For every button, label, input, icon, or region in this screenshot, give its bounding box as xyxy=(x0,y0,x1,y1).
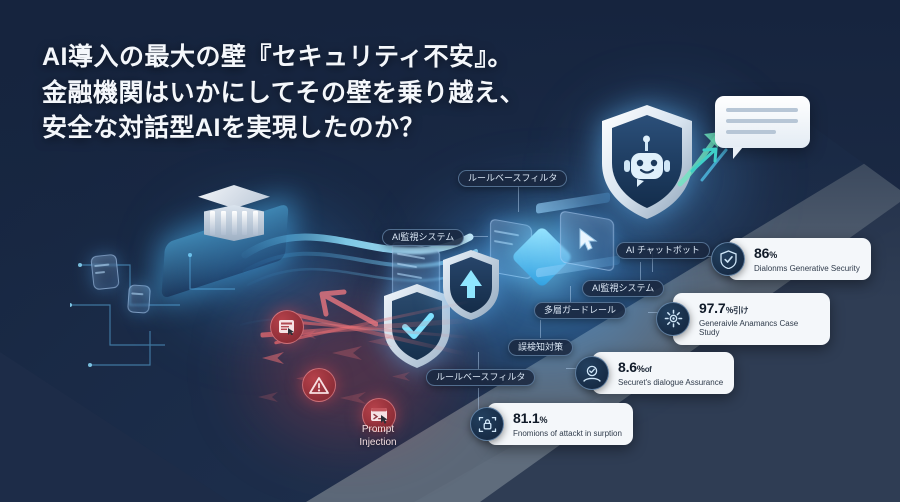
stat-value: 86% xyxy=(754,245,777,261)
tag-ai-chatbot: AI チャットボット xyxy=(616,242,710,259)
leader-line xyxy=(570,286,571,302)
tag-rule-filter-lower: ルールベースフィルタ xyxy=(426,369,536,386)
tag-ai-monitor-right: AI監視システム xyxy=(582,280,665,297)
stat-caption: Securet's dialogue Assurance xyxy=(618,377,724,387)
page-title: AI導入の最大の壁『セキュリティ不安』。 金融機関はいかにしてその壁を乗り越え、… xyxy=(42,43,526,142)
tag-ai-monitor-left: AI監視システム xyxy=(382,229,465,246)
floating-panel-left-1 xyxy=(90,253,120,291)
stat-value: 81.1% xyxy=(513,410,548,426)
stat-caption: Dialonms Generative Security xyxy=(754,263,860,273)
teal-pointer-icon xyxy=(690,147,718,173)
leader-line xyxy=(478,388,479,418)
warning-triangle-icon xyxy=(302,368,336,402)
stat-badge-assurance: 8.6%of Securet's dialogue Assurance xyxy=(575,352,735,395)
leader-line xyxy=(652,252,653,272)
prompt-injection-label-line1: Prompt xyxy=(361,424,395,435)
tag-multi-guardrail: 多層ガードレール xyxy=(534,302,627,319)
stat-caption: Generaivle Anamancs Case Study xyxy=(699,318,799,338)
robot-face-icon xyxy=(624,135,670,187)
prompt-injection-label: Prompt Injection xyxy=(340,424,416,449)
lock-scan-icon xyxy=(470,407,504,442)
cursor-arrow-icon xyxy=(579,228,598,251)
stat-badge-case-study: 97.7％引け Generaivle Anamancs Case Study xyxy=(656,293,830,345)
tag-rule-filter-top: ルールベースフィルタ xyxy=(458,170,568,187)
attack-shard xyxy=(258,392,278,402)
leader-line xyxy=(640,262,641,280)
gear-icon xyxy=(656,301,690,336)
stat-value: 8.6%of xyxy=(618,359,652,375)
hand-shield-icon xyxy=(575,356,609,391)
chat-bubble-icon xyxy=(715,96,810,159)
growth-arrow-small-icon xyxy=(700,148,728,182)
attack-shard xyxy=(392,372,410,381)
stat-badge-security: 86% Dialonms Generative Security xyxy=(711,238,871,281)
stat-badge-attack-reduction: 81.1% Fnomions of attackt in surption xyxy=(470,403,633,446)
attack-shard xyxy=(300,330,316,339)
leader-line xyxy=(462,236,488,237)
shield-arrow-medium xyxy=(440,248,502,322)
leader-line xyxy=(478,352,479,370)
attack-arrow-large-icon xyxy=(319,289,378,327)
shield-check-icon xyxy=(711,242,745,277)
stat-value: 97.7％引け xyxy=(699,300,748,316)
attack-document-icon xyxy=(270,310,304,344)
attack-shard xyxy=(368,336,392,347)
prompt-injection-icon xyxy=(362,398,396,432)
tag-false-positive: 誤検知対策 xyxy=(508,339,574,356)
shield-robot-hero xyxy=(597,103,697,221)
leader-line xyxy=(518,186,519,212)
prompt-injection-label-line2: Injection xyxy=(359,436,397,448)
stat-caption: Fnomions of attackt in surption xyxy=(513,428,622,438)
leader-line xyxy=(540,320,541,338)
floating-panel-left-2 xyxy=(127,284,151,314)
bank-icon xyxy=(196,185,272,249)
